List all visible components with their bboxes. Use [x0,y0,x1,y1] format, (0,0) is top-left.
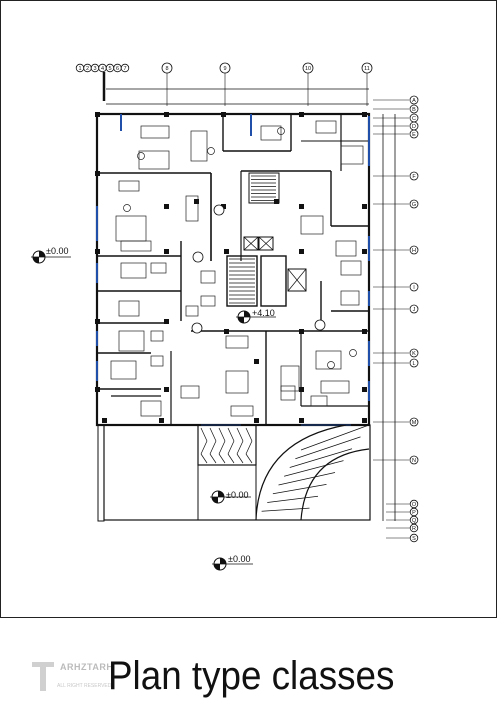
axis-bubble-N: N [373,455,419,465]
axis-label: 7 [123,66,126,72]
axis-bubble-O: O [386,499,419,509]
axis-label: 5 [108,66,111,72]
axis-label: S [412,536,416,542]
axis-label: H [412,248,416,254]
axis-bubble-6: 6 [113,63,122,73]
axis-label: P [412,510,416,516]
stair-core [226,172,307,307]
axis-label: 3 [93,66,96,72]
windows [96,114,370,426]
level-marker-ramp: ±0.00 [210,490,251,504]
axis-label: F [412,174,416,180]
axis-bubble-G: G [373,199,419,209]
axis-bubble-5: 5 [105,63,115,73]
axis-label: 2 [86,66,89,72]
axis-label: 4 [101,66,104,72]
axis-label: 10 [305,66,311,72]
axis-label: 9 [223,66,226,72]
axis-bubble-B: B [373,104,419,114]
axis-label: N [412,458,416,464]
axis-bubble-I: I [373,282,419,292]
axis-bubble-8: 8 [161,62,173,106]
axis-bubble-J: J [373,304,419,314]
axis-bubble-L: L [373,358,419,368]
axis-label: E [412,132,416,138]
axis-label: A [412,98,416,104]
axis-bubble-K: K [373,348,419,358]
level-marker-bottom: ±0.00 [212,554,253,571]
axis-bubble-2: 2 [83,63,92,73]
axis-bubble-M: M [373,417,419,427]
axis-label: 6 [116,66,119,72]
axis-label: C [412,116,416,122]
furniture [110,120,364,417]
axis-bubble-S: S [386,533,419,543]
axis-bubble-7: 7 [120,63,130,73]
axis-bubble-H: H [373,245,419,255]
room-tags [191,204,326,334]
axis-bubble-C: C [373,113,419,123]
axis-label: K [412,351,416,357]
axis-label: 11 [364,66,370,72]
axis-bubble-D: D [373,121,419,131]
structural-columns [95,112,367,423]
level-left-text: ±0.00 [46,246,68,256]
building-walls [95,112,371,427]
axis-bubble-4: 4 [98,63,107,73]
watermark-logo-icon [32,662,54,691]
axis-bubble-9: 9 [219,62,231,106]
axis-label: G [412,202,416,208]
level-marker-left: ±0.00 [31,246,71,264]
axis-label: R [412,526,416,532]
axis-bubble-P: P [386,507,419,517]
axis-label: M [412,420,417,426]
axis-label: B [412,107,416,113]
axis-label: O [412,502,417,508]
level-bottom-text: ±0.00 [228,554,250,564]
logo-text: ARHZTARH [60,662,114,672]
axis-label: L [412,361,415,367]
level-marker-center: +4.10 [236,308,276,324]
axis-bubble-10: 10 [302,62,314,106]
page-title: Plan type classes [108,654,395,698]
axis-label: Q [412,518,417,524]
axis-bubble-E: E [373,129,419,139]
axis-bubble-1: 1 [75,63,85,73]
ramp-area [97,424,371,522]
axis-label: D [412,124,416,130]
axis-bubble-Q: Q [386,515,419,525]
level-ramp-text: ±0.00 [226,490,248,500]
level-center-text: +4.10 [252,308,275,318]
axis-bubble-A: A [373,95,419,105]
axis-label: 1 [78,66,81,72]
axis-bubble-3: 3 [90,63,100,73]
axis-bubble-R: R [386,523,419,533]
logo-subtext: ALL RIGHT RESERVED [57,683,112,689]
axis-bubble-F: F [373,171,419,181]
axis-label: I [413,285,415,291]
axis-bubble-11: 11 [361,62,373,106]
axis-label: 8 [165,66,168,72]
axis-label: J [413,307,416,313]
